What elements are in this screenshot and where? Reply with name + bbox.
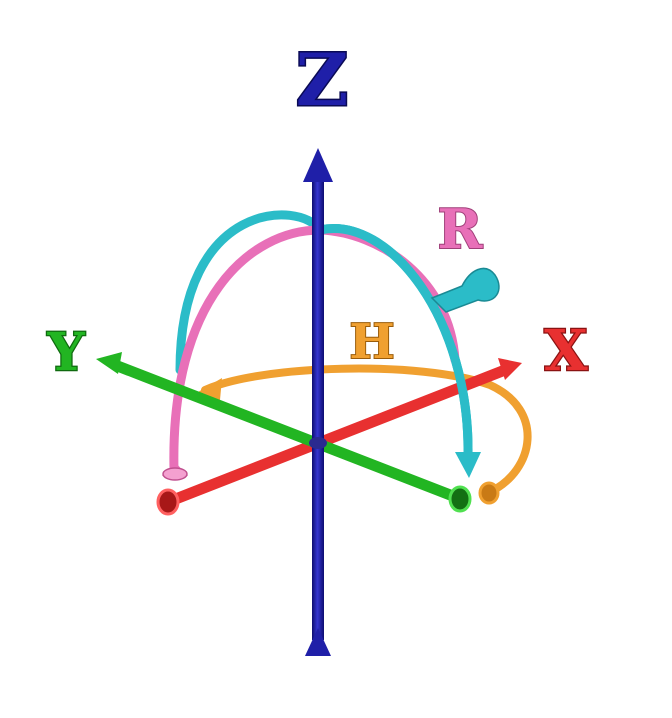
- x-axis-arrowhead: [498, 358, 522, 380]
- pitch-symbol: [430, 267, 500, 313]
- z-axis-tail-head: [305, 628, 331, 656]
- x-axis-tail-cap: [156, 488, 180, 516]
- x-axis-line: [162, 364, 511, 508]
- heading-label: H: [349, 314, 394, 370]
- pitch-arc-front: [315, 224, 473, 460]
- roll-label: R: [438, 197, 484, 261]
- origin-point: [309, 437, 327, 449]
- z-axis-arrowhead: [303, 148, 333, 182]
- heading-arc-end-cap: [478, 481, 500, 505]
- pitch-arc-arrowhead: [455, 452, 481, 478]
- z-axis-label: Z: [296, 37, 349, 122]
- z-axis-line: [312, 178, 324, 640]
- pitch-arc: [175, 210, 473, 460]
- y-axis-tail-cap: [448, 485, 472, 513]
- y-axis-label: Y: [46, 322, 85, 383]
- roll-arc-end-cap: [162, 467, 188, 481]
- y-axis-arrowhead: [96, 352, 122, 374]
- y-axis-line: [109, 359, 464, 504]
- heading-arc-arrowhead: [198, 378, 222, 400]
- x-axis-label: X: [544, 318, 588, 384]
